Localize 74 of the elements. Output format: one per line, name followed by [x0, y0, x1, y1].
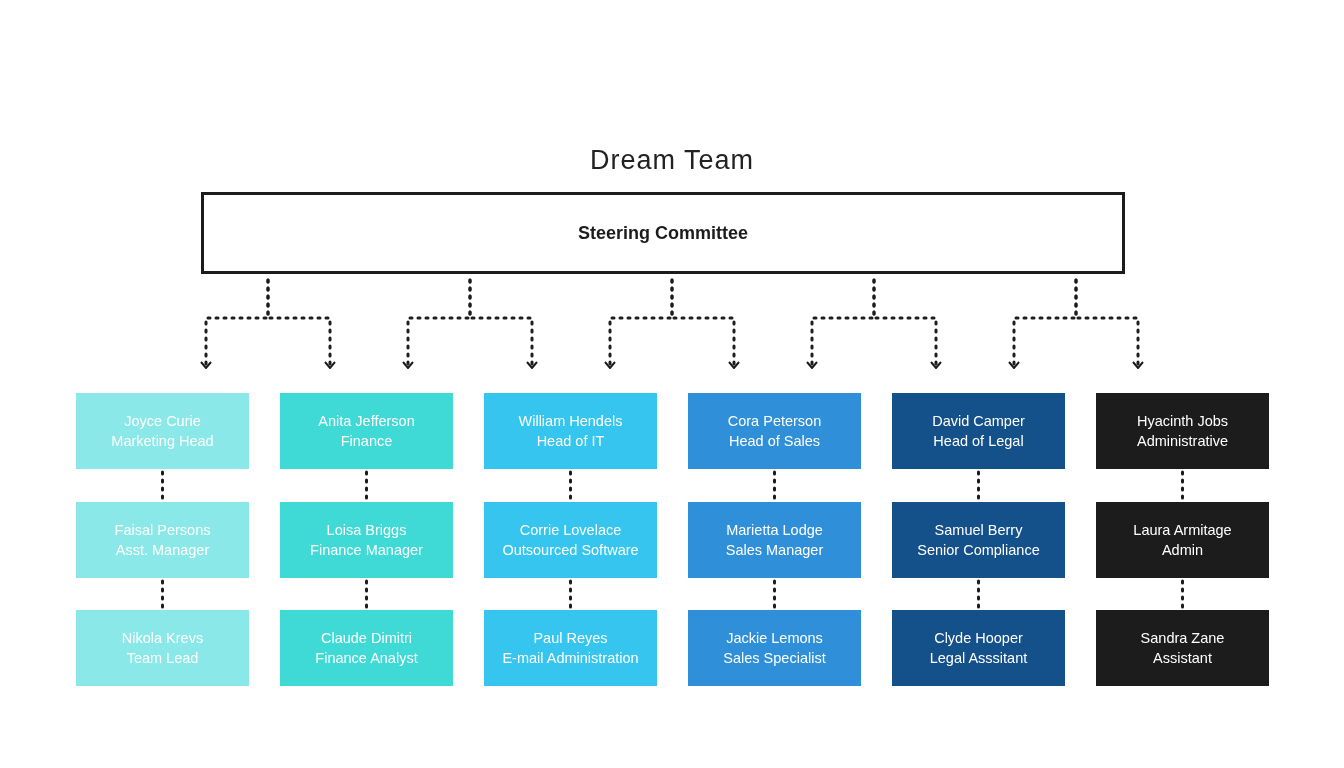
person-name: Clyde Hooper — [934, 629, 1023, 648]
arrow — [266, 278, 336, 370]
diagram-title: Dream Team — [589, 145, 755, 175]
job-title: Team Lead — [126, 649, 199, 668]
connector-line — [977, 470, 980, 501]
person-name: Samuel Berry — [934, 521, 1023, 540]
person-name: Nikola Krevs — [121, 629, 204, 648]
connector-line — [569, 470, 572, 501]
job-title: Marketing Head — [111, 432, 214, 451]
connector-line — [773, 579, 776, 609]
member-box — [1096, 393, 1269, 469]
job-title: Assistant — [1153, 649, 1212, 668]
job-title: Finance — [340, 432, 393, 451]
member-box — [1096, 610, 1269, 686]
job-title: E-mail Administration — [502, 649, 639, 668]
member-box — [688, 610, 861, 686]
member-box — [280, 393, 453, 469]
member-box — [688, 393, 861, 469]
person-name: Cora Peterson — [727, 412, 822, 431]
member-box — [484, 502, 657, 578]
member-box — [76, 502, 249, 578]
connector-line — [1181, 470, 1184, 501]
person-name: Sandra Zane — [1140, 629, 1225, 648]
arrow — [872, 278, 942, 370]
connector-line — [365, 470, 368, 501]
job-title: Outsourced Software — [502, 541, 639, 560]
job-title: Legal Asssitant — [929, 649, 1028, 668]
connector-line — [569, 579, 572, 609]
member-box — [892, 502, 1065, 578]
job-title: Finance Manager — [310, 541, 423, 560]
person-name: Paul Reyes — [533, 629, 608, 648]
arrow — [468, 278, 538, 370]
person-name: Joyce Curie — [124, 412, 201, 431]
job-title: Senior Compliance — [917, 541, 1040, 560]
connector-line — [161, 470, 164, 501]
connector-line — [365, 579, 368, 609]
job-title: Head of Sales — [728, 432, 821, 451]
job-title: Sales Manager — [725, 541, 824, 560]
job-title: Sales Specialist — [723, 649, 826, 668]
job-title: Administrative — [1136, 432, 1229, 451]
member-box — [76, 393, 249, 469]
job-title: Asst. Manager — [115, 541, 210, 560]
person-name: Marietta Lodge — [726, 521, 823, 540]
person-name: Claude Dimitri — [320, 629, 413, 648]
member-box — [484, 393, 657, 469]
person-name: Jackie Lemons — [726, 629, 823, 648]
connector-line — [161, 579, 164, 609]
job-title: Head of IT — [536, 432, 605, 451]
arrow — [1074, 278, 1144, 370]
person-name: William Hendels — [518, 412, 623, 431]
member-box — [484, 610, 657, 686]
committee-box — [201, 192, 1125, 274]
arrow — [670, 278, 740, 370]
job-title: Head of Legal — [933, 432, 1024, 451]
member-box — [76, 610, 249, 686]
person-name: Laura Armitage — [1133, 521, 1232, 540]
member-box — [1096, 502, 1269, 578]
job-title: Finance Analyst — [315, 649, 418, 668]
person-name: David Camper — [932, 412, 1025, 431]
member-box — [688, 502, 861, 578]
person-name: Loisa Briggs — [326, 521, 407, 540]
connector-line — [1181, 579, 1184, 609]
member-box — [892, 610, 1065, 686]
member-box — [280, 610, 453, 686]
member-box — [892, 393, 1065, 469]
connector-line — [773, 470, 776, 501]
person-name: Corrie Lovelace — [519, 521, 622, 540]
committee-name: Steering Committee — [577, 223, 748, 243]
member-box — [280, 502, 453, 578]
connector-line — [977, 579, 980, 609]
person-name: Faisal Persons — [114, 521, 211, 540]
person-name: Anita Jefferson — [318, 412, 415, 431]
job-title: Admin — [1161, 541, 1204, 560]
person-name: Hyacinth Jobs — [1136, 412, 1229, 431]
